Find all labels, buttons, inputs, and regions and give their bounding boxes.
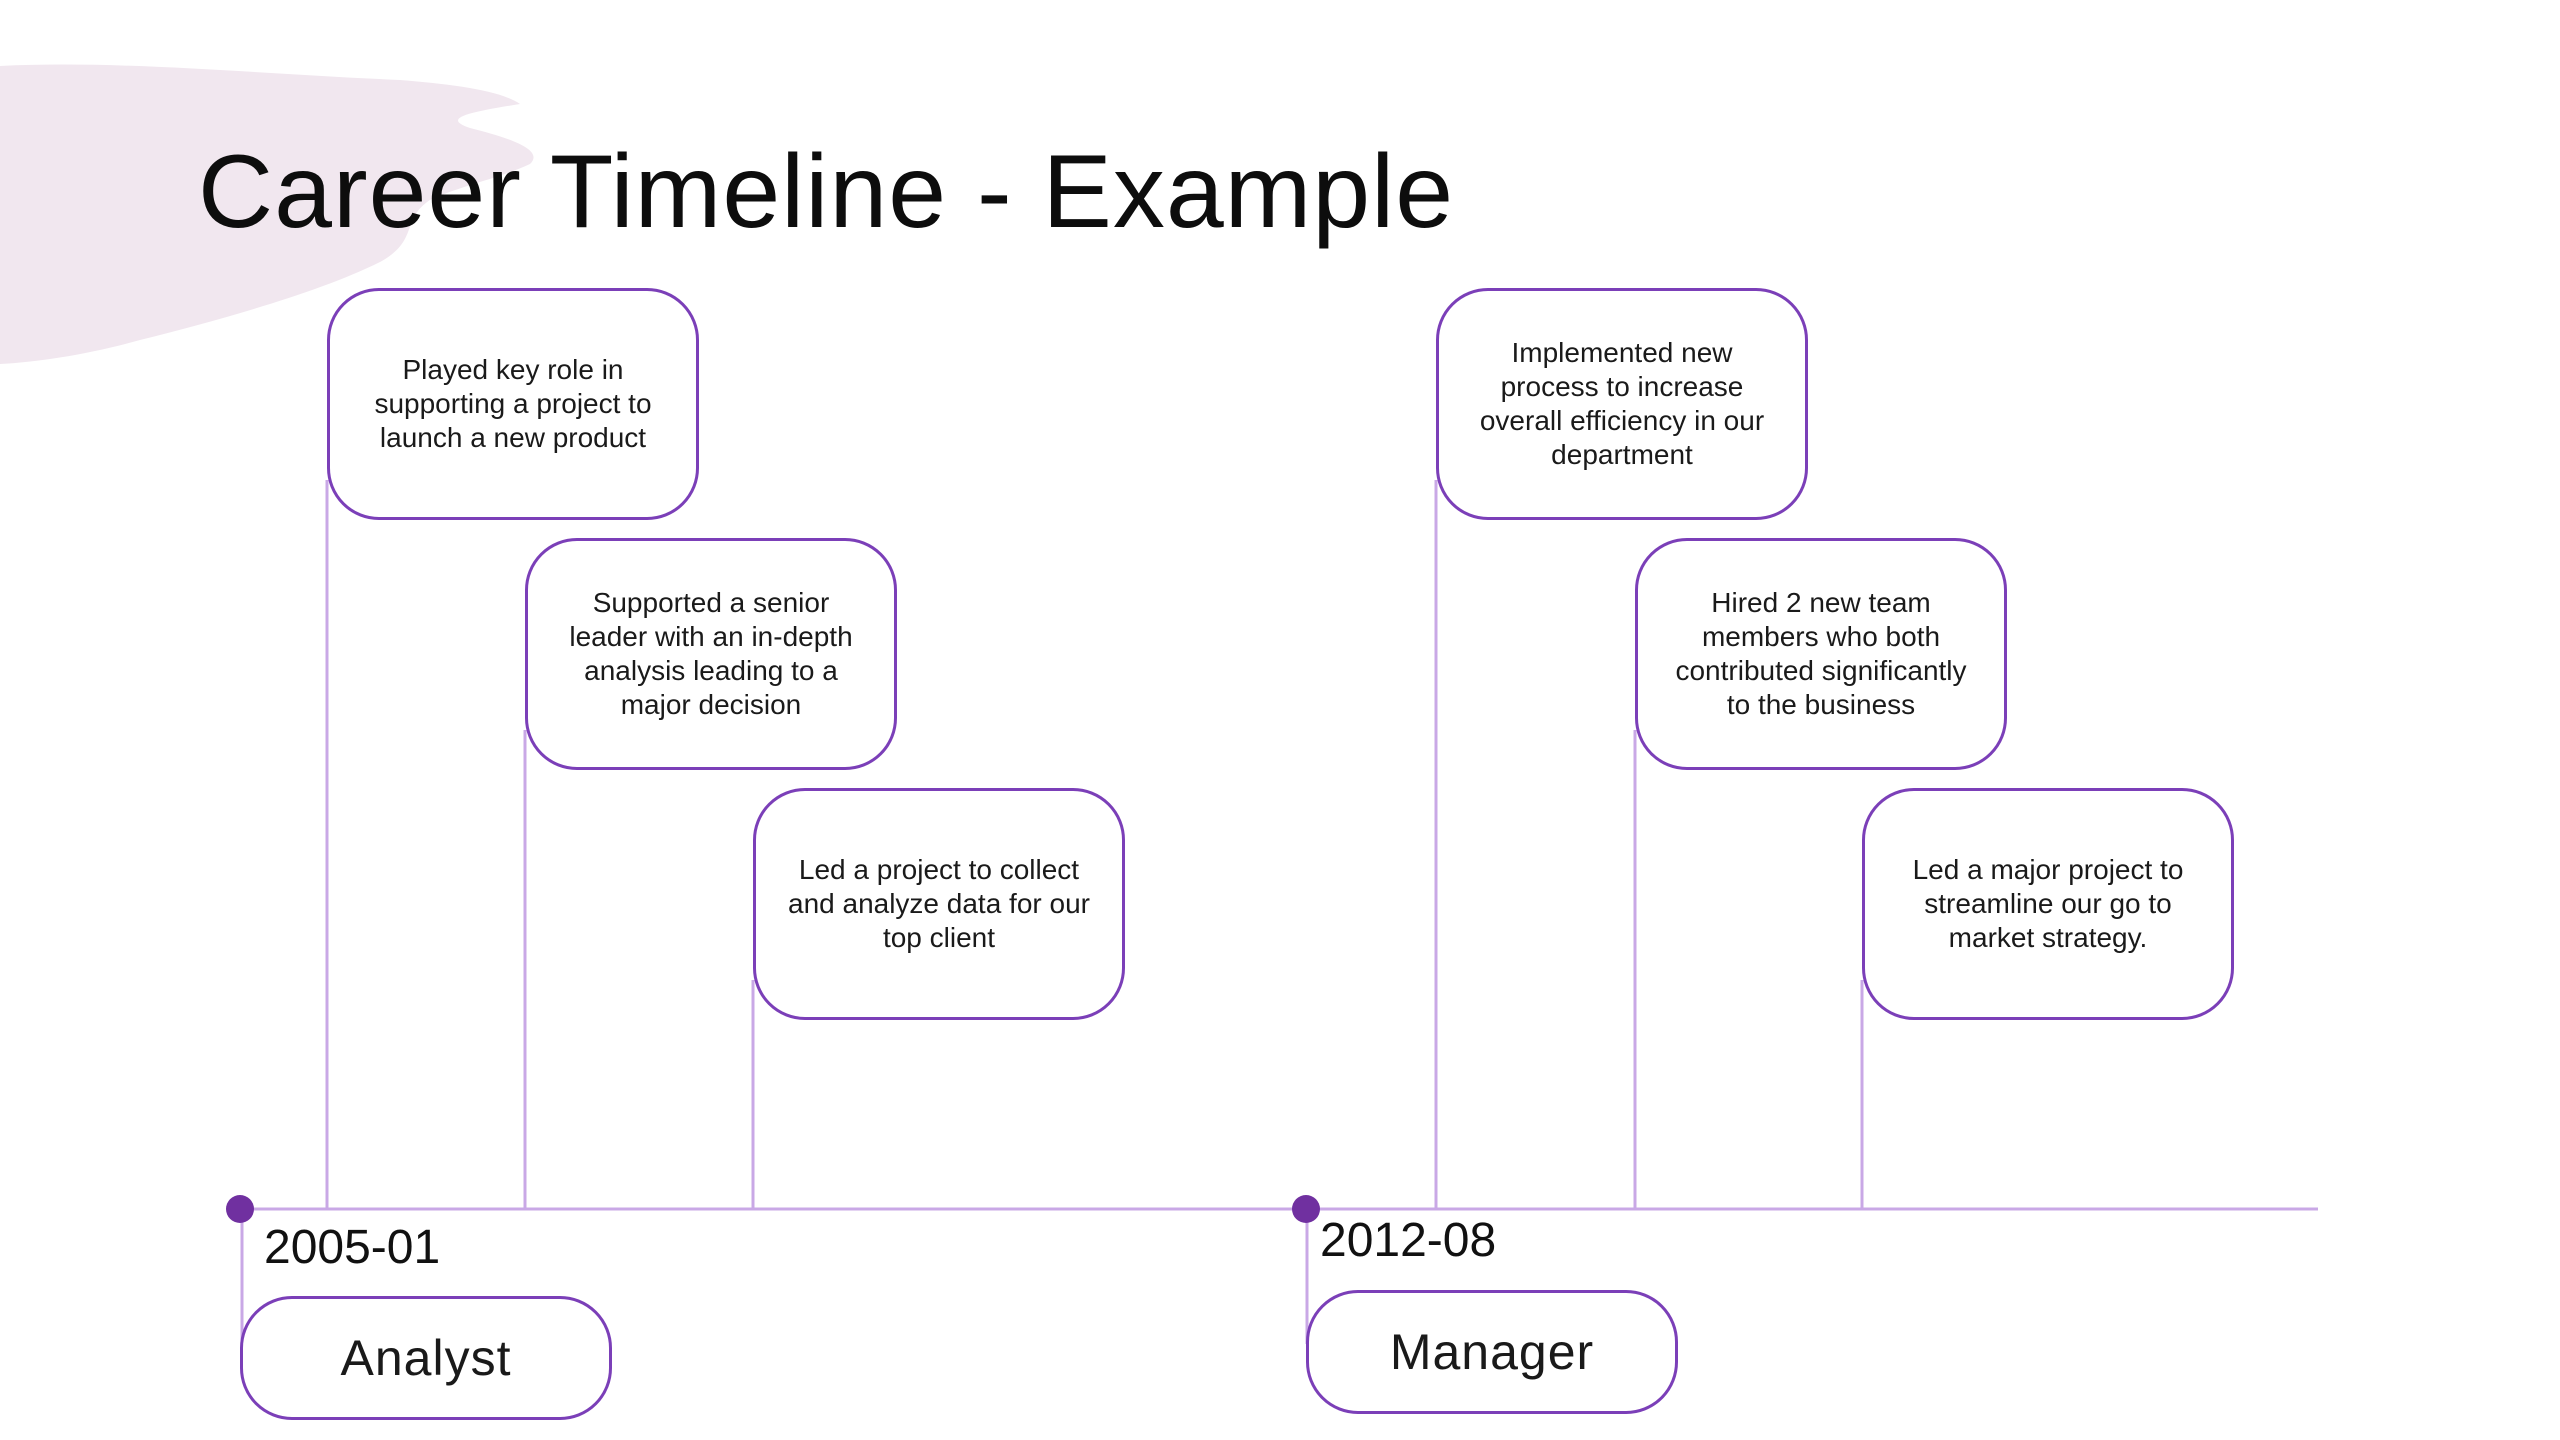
accomplishment-text: Led a major project to streamline our go… — [1912, 854, 2184, 953]
milestone-dot — [1292, 1195, 1320, 1223]
accomplishment-text: Hired 2 new team members who both contri… — [1675, 587, 1967, 720]
page-title: Career Timeline - Example — [198, 134, 1455, 250]
accomplishment-box: Played key role in supporting a project … — [327, 288, 699, 520]
role-label: Manager — [1389, 1324, 1595, 1380]
milestone-date: 2005-01 — [264, 1221, 441, 1274]
accomplishment-box: Led a project to collect and analyze dat… — [753, 788, 1125, 1020]
role-box: Manager — [1306, 1290, 1678, 1414]
accomplishment-text: Supported a senior leader with an in-dep… — [569, 587, 853, 720]
role-box: Analyst — [240, 1296, 612, 1420]
brush-stroke-decoration — [0, 64, 534, 364]
accomplishment-box: Supported a senior leader with an in-dep… — [525, 538, 897, 770]
milestone-date: 2012-08 — [1320, 1214, 1497, 1267]
accomplishment-box: Implemented new process to increase over… — [1436, 288, 1808, 520]
accomplishment-box: Hired 2 new team members who both contri… — [1635, 538, 2007, 770]
accomplishment-text: Played key role in supporting a project … — [374, 354, 652, 453]
accomplishment-box: Led a major project to streamline our go… — [1862, 788, 2234, 1020]
role-label: Analyst — [340, 1330, 512, 1386]
accomplishment-text: Led a project to collect and analyze dat… — [788, 854, 1090, 953]
accomplishment-text: Implemented new process to increase over… — [1479, 337, 1765, 470]
milestone-dot — [226, 1195, 254, 1223]
